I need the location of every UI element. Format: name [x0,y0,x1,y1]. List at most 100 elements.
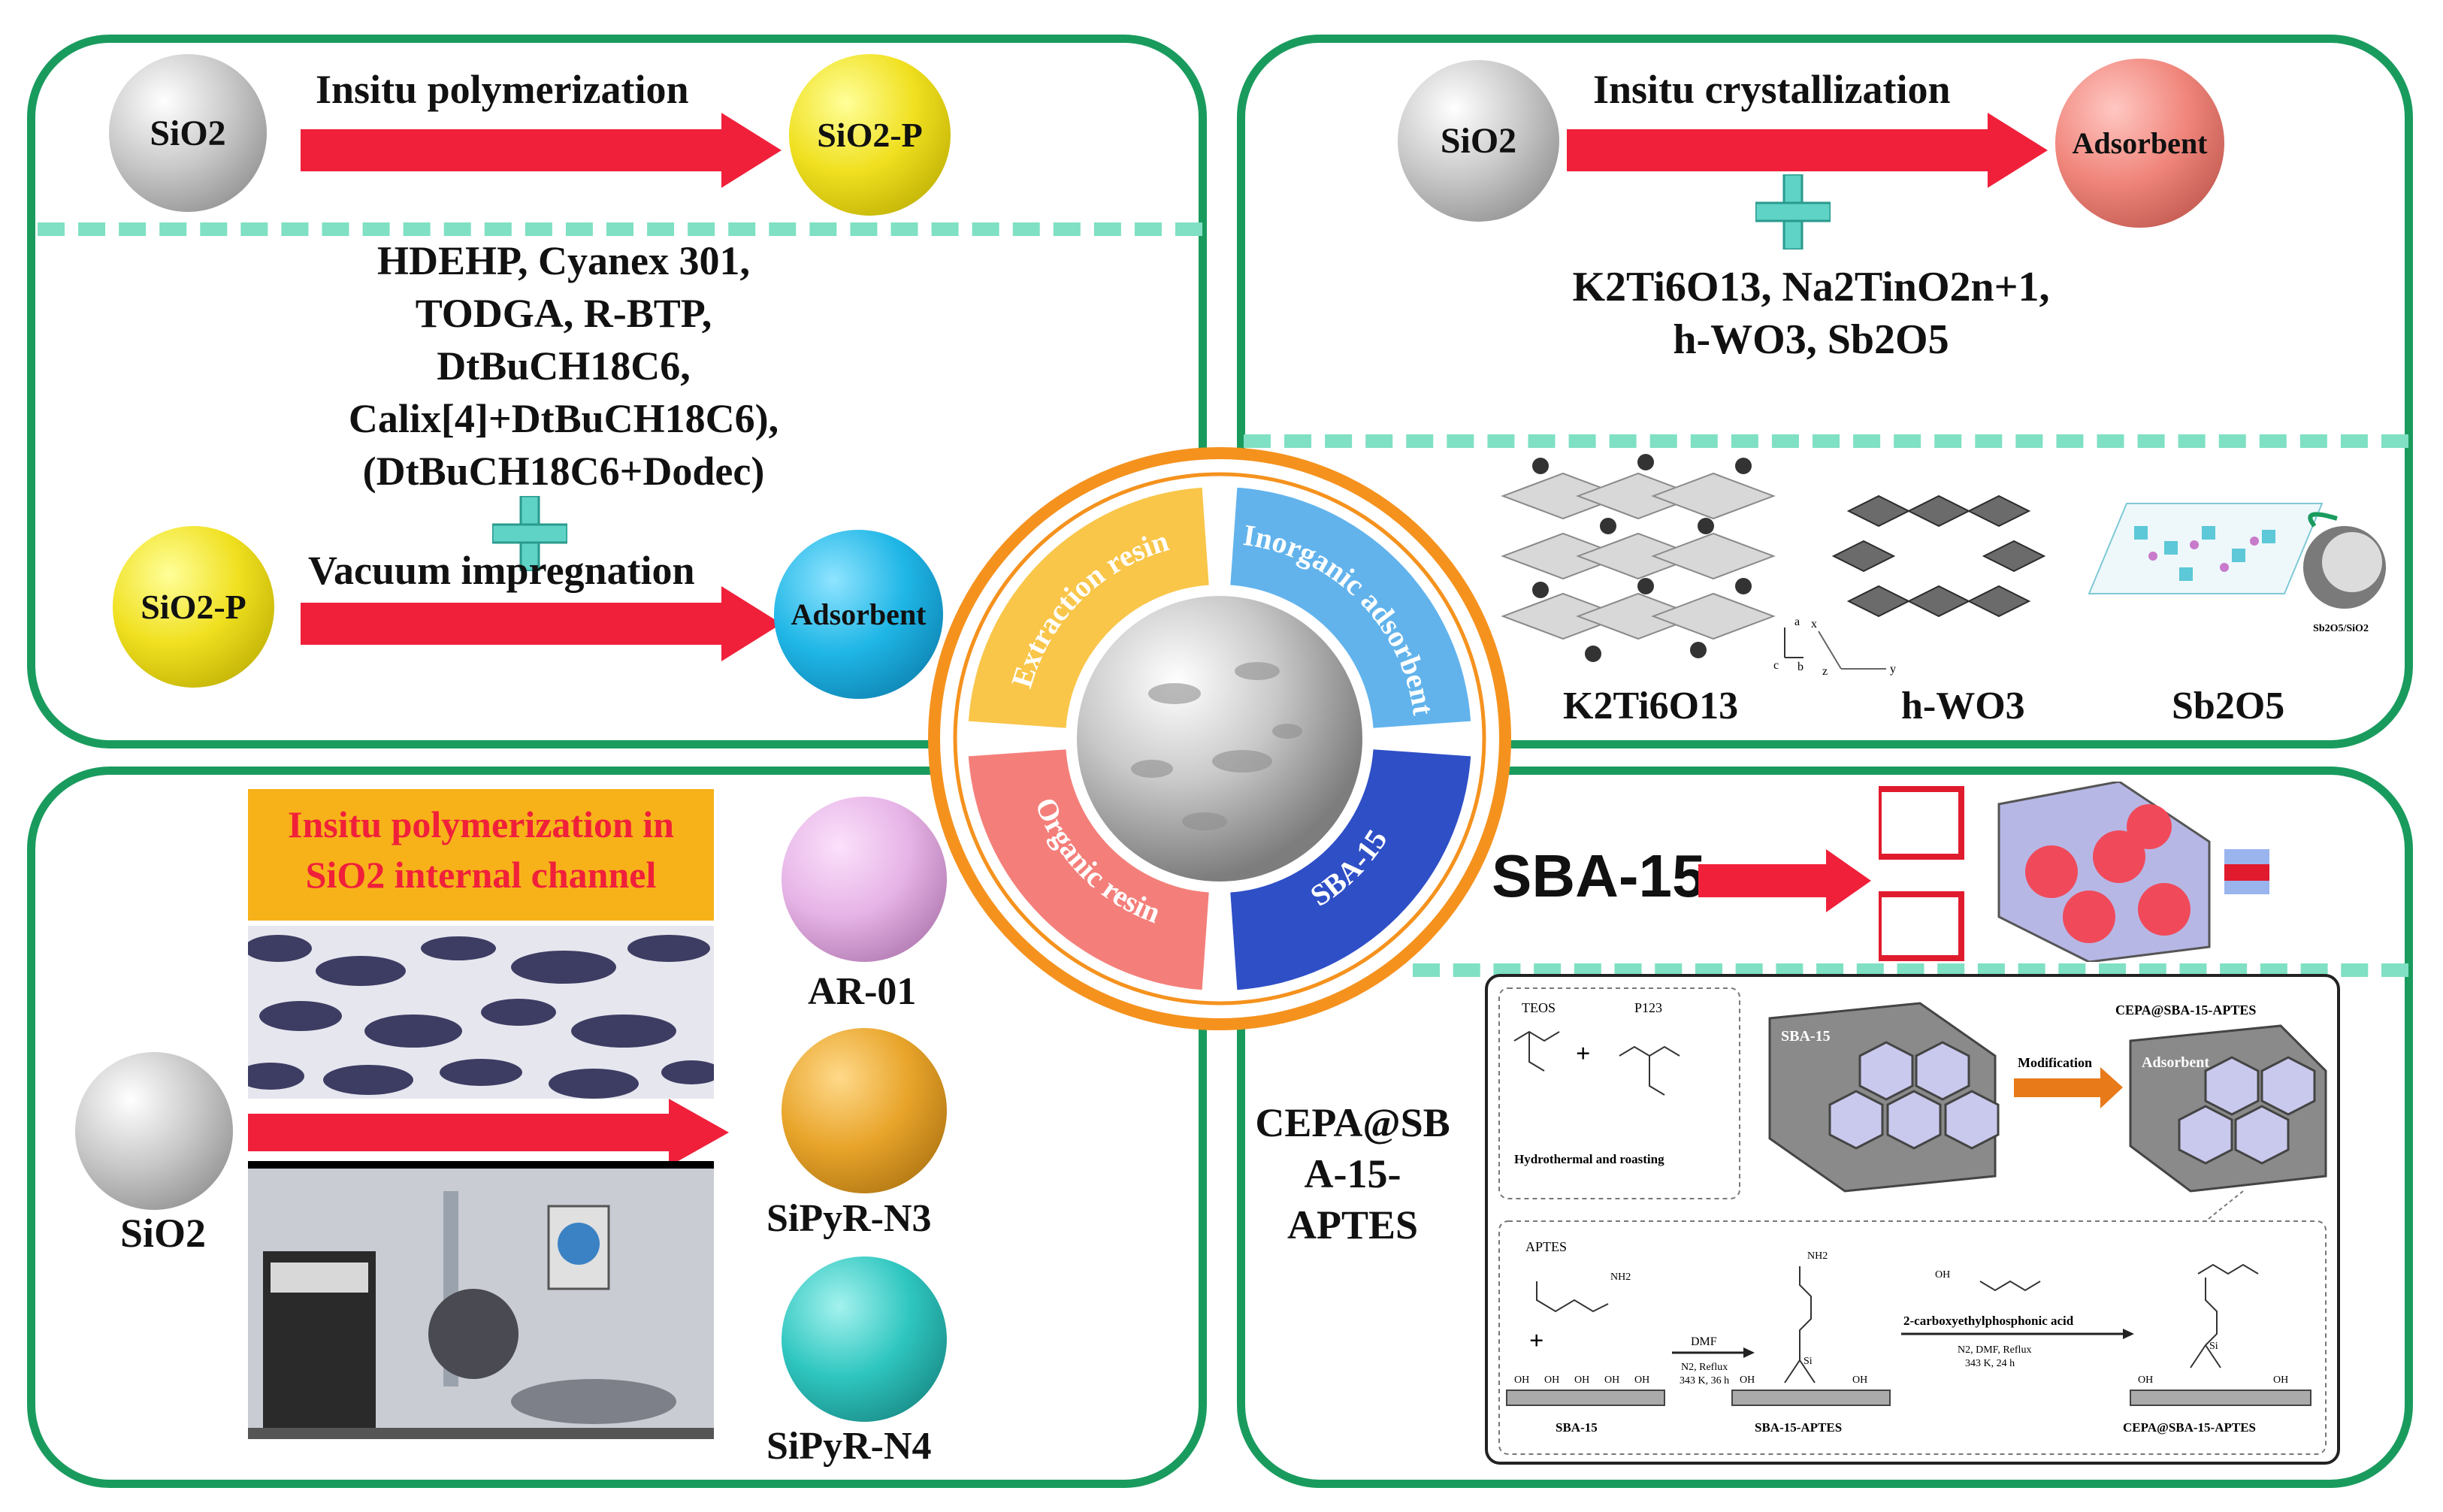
k2ti6o13-structure: a c b [1501,454,1804,673]
adsorbent-block-label: Adsorbent [2142,1054,2209,1071]
banner-line-1: Insitu polymerization in [288,803,674,845]
quadrant-extraction-resin [968,487,1209,728]
side-label-line: A-15- [1304,1151,1401,1196]
materials-line-2: h-WO3, Sb2O5 [1673,316,1949,363]
sphere-label: Adsorbent [791,597,927,631]
sba-15-title: SBA-15 [1492,842,1706,909]
divider-bottom-right [1413,963,2408,977]
plus-icon [492,496,567,571]
arrow-label-polymerization: Insitu polymerization [316,67,689,112]
oh-label: OH [1514,1374,1529,1386]
hydroxyl-label: OH [1935,1269,1950,1281]
sb2o5-sio2-label: Sb2O5/SiO2 [2313,623,2369,634]
axis-label: a [1794,615,1800,628]
sphere-label: SiO2-P [141,588,246,626]
sio2-channel-micrograph [248,926,714,1099]
axis-label: y [1890,663,1896,676]
sio2-p-sphere: SiO2-P [789,54,951,216]
extractant-list: HDEHP, Cyanex 301, TODGA, R-BTP, DtBuCH1… [225,234,902,497]
structure-label-sb2o5: Sb2O5 [2172,685,2285,727]
extractant-line: TODGA, R-BTP, [415,291,712,336]
sipyr-n3-sphere [782,1028,947,1193]
quadrant-inorganic-adsorbent [1230,487,1471,728]
sba-15-pore-illustration [1879,782,2269,962]
sphere-label: Adsorbent [2072,126,2208,160]
product-label-sipyr-n3: SiPyR-N3 [766,1197,932,1240]
condition-label: N2, Reflux [1681,1362,1728,1373]
condition-label: 343 K, 36 h [1680,1375,1729,1387]
sba-15-rod-1 [1506,1390,1665,1406]
rotary-evaporator-photo [248,1161,714,1439]
oh-label: OH [2138,1374,2153,1386]
side-label-line: APTES [1287,1202,1419,1247]
sphere-label: SiO2-P [817,116,923,154]
arrow-label-impregnation: Vacuum impregnation [308,548,695,593]
bottom-label: SBA-15 [1556,1420,1598,1435]
sio2-sphere: SiO2 [109,54,267,212]
quadrant-organic-resin [968,749,1209,990]
arrow-crystallization [1567,113,2048,188]
teos-label: TEOS [1522,1000,1556,1015]
divider-top-left [38,222,1202,236]
quadrant-sba-15 [1230,749,1471,990]
sba-15-block-label: SBA-15 [1781,1028,1831,1045]
sphere-label: SiO2 [150,113,226,153]
oh-label: OH [1604,1374,1619,1386]
svg-text:+: + [1576,1040,1590,1068]
extractant-line: Calix[4]+DtBuCH18C6), [348,396,779,441]
axis-label: x [1811,618,1817,631]
si-label: Si [1804,1356,1813,1367]
oh-label: OH [1544,1374,1559,1386]
porous-silica-sphere [1077,596,1362,881]
condition-label: 343 K, 24 h [1965,1358,2015,1369]
si-label: Si [2209,1341,2218,1352]
oh-label: OH [1852,1374,1867,1386]
arrow-polymerization-channel [248,1099,729,1166]
sb2o5-structure [2088,503,2324,594]
side-label-line: CEPA@SB [1255,1100,1450,1145]
adsorbent-sphere: Adsorbent [774,530,943,699]
structure-label-h-wo3: h-WO3 [1901,685,2025,727]
arrow-sba-15 [1698,849,1871,912]
oh-label: OH [2273,1374,2288,1386]
sb2o5-sio2-sphere: Sb2O5/SiO2 [2303,512,2386,634]
p123-label: P123 [1634,1000,1662,1015]
adsorbent-sphere: Adsorbent [2055,59,2224,228]
axis-label: b [1797,661,1804,673]
extractant-line: (DtBuCH18C6+Dodec) [362,449,765,494]
condition-label: N2, DMF, Reflux [1958,1344,2031,1356]
axis-label: c [1773,659,1779,672]
product-label-ar-01: AR-01 [808,970,917,1013]
nh2-label: NH2 [1610,1272,1631,1283]
arrow-label-crystallization: Insitu crystallization [1593,67,1951,112]
cepa-synthesis-scheme: TEOS P123 + Hydrothermal and roasting SB… [1485,974,2340,1465]
sio2-p-sphere: SiO2-P [113,526,274,688]
product-title: CEPA@SBA-15-APTES [2115,1002,2256,1018]
aptes-label: APTES [1525,1239,1567,1254]
h-wo3-structure: x z y [1811,494,2046,676]
bottom-label: SBA-15-APTES [1755,1420,1842,1435]
ar-01-sphere [782,797,947,962]
oh-label: OH [1574,1374,1589,1386]
banner [248,789,714,921]
svg-text:+: + [1529,1327,1544,1355]
dmf-label: DMF [1691,1335,1717,1348]
materials-line-1: K2Ti6O13, Na2TinO2n+1, [1572,264,2050,310]
arrow-impregnation [301,586,782,661]
cepa-side-label: CEPA@SB A-15- APTES [1247,1097,1458,1250]
product-label-sipyr-n4: SiPyR-N4 [766,1425,932,1468]
modification-label: Modification [2018,1055,2092,1070]
bottom-label: CEPA@SBA-15-APTES [2123,1420,2256,1435]
oh-label: OH [1634,1374,1649,1386]
sipyr-n4-sphere [782,1256,947,1422]
arrow-polymerization [301,113,782,188]
reagent-label: 2-carboxyethylphosphonic acid [1903,1314,2074,1328]
extractant-line: DtBuCH18C6, [437,343,691,389]
plus-icon [1755,174,1831,249]
sio2-label: SiO2 [120,1211,207,1256]
axis-label: z [1822,665,1828,676]
extractant-line: HDEHP, Cyanex 301, [376,238,751,283]
structure-label-k2ti6o13: K2Ti6O13 [1563,685,1739,727]
sio2-sphere [75,1052,233,1210]
sphere-label: SiO2 [1440,121,1517,161]
